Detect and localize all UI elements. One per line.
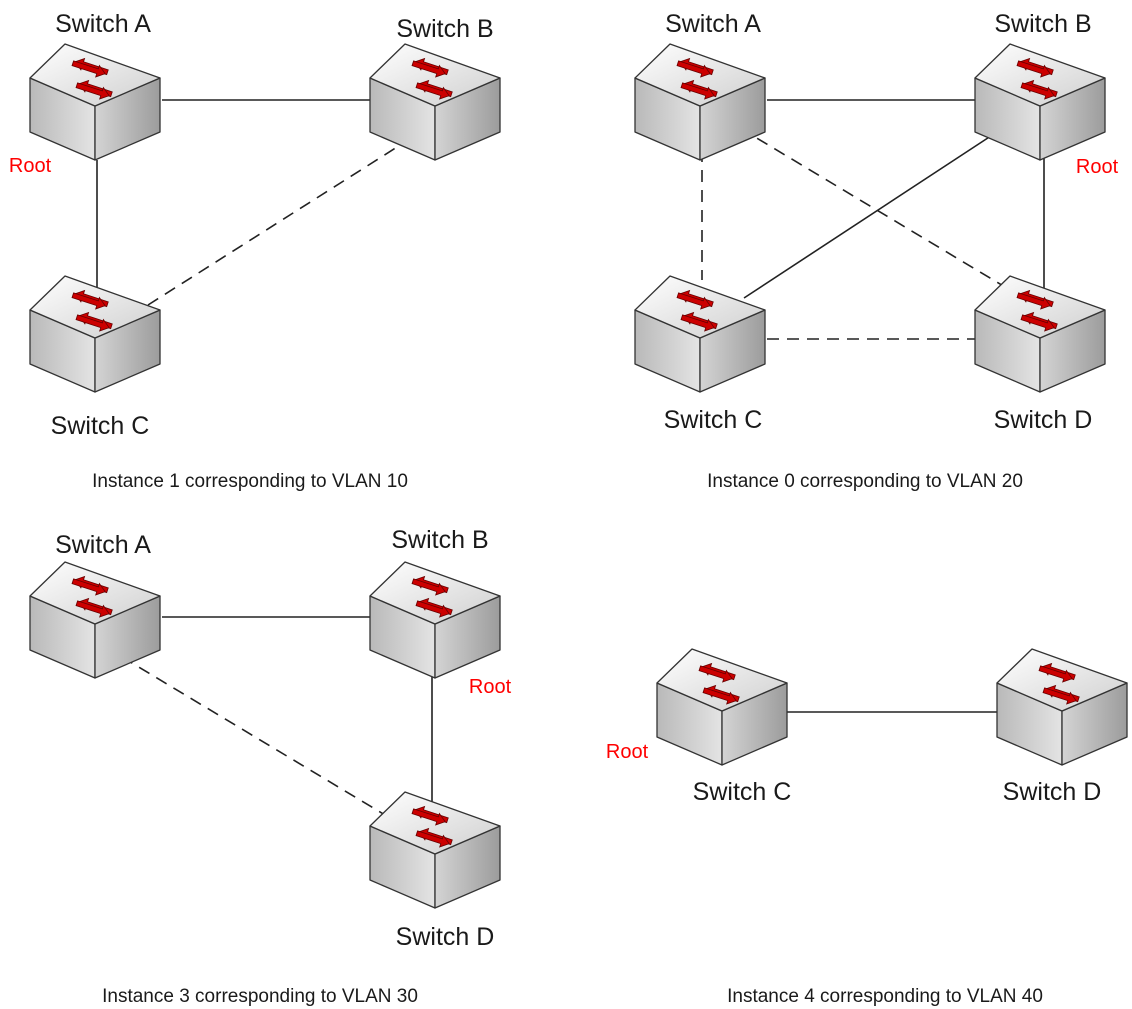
switch-a-icon	[634, 43, 766, 161]
switch-a-icon	[29, 43, 161, 161]
switch-c-label: Switch C	[664, 406, 763, 434]
switch-top-face	[974, 43, 1106, 107]
switch-d-label: Switch D	[1003, 778, 1102, 806]
switch-a-label: Switch A	[55, 531, 151, 559]
root-label: Root	[469, 676, 512, 698]
switches-layer	[29, 43, 1128, 909]
links-layer	[96, 99, 1045, 819]
switch-d-label: Switch D	[994, 406, 1093, 434]
root-label: Root	[9, 155, 52, 177]
switch-c-icon	[634, 275, 766, 393]
switch-top-face	[29, 43, 161, 107]
link-c-b-blocked	[147, 141, 406, 306]
switch-c-icon	[29, 275, 161, 393]
switch-a-label: Switch A	[55, 10, 151, 38]
root-label: Root	[606, 741, 649, 763]
switch-top-face	[369, 791, 501, 855]
switch-d-icon	[974, 275, 1106, 393]
switch-b-label: Switch B	[391, 526, 488, 554]
switch-b-label: Switch B	[994, 10, 1091, 38]
switch-b-icon	[974, 43, 1106, 161]
switch-d-label: Switch D	[396, 923, 495, 951]
instance-caption: Instance 0 corresponding to VLAN 20	[707, 471, 1023, 492]
switch-b-label: Switch B	[396, 15, 493, 43]
switch-c-label: Switch C	[693, 778, 792, 806]
switch-top-face	[369, 561, 501, 625]
switch-top-face	[634, 275, 766, 339]
switch-c-icon	[656, 648, 788, 766]
switch-top-face	[369, 43, 501, 107]
switch-a-label: Switch A	[665, 10, 761, 38]
link-a-d-blocked	[121, 656, 391, 819]
switch-b-icon	[369, 43, 501, 161]
instance-caption: Instance 3 corresponding to VLAN 30	[102, 986, 418, 1007]
switch-b-icon	[369, 561, 501, 679]
instance-caption: Instance 4 corresponding to VLAN 40	[727, 986, 1043, 1007]
switch-top-face	[29, 561, 161, 625]
switch-top-face	[656, 648, 788, 712]
link-a-d-blocked	[739, 127, 1011, 291]
switch-top-face	[634, 43, 766, 107]
switch-a-icon	[29, 561, 161, 679]
switch-top-face	[996, 648, 1128, 712]
switch-c-label: Switch C	[51, 412, 150, 440]
instance-caption: Instance 1 corresponding to VLAN 10	[92, 471, 408, 492]
switch-d-icon	[369, 791, 501, 909]
switch-top-face	[974, 275, 1106, 339]
switch-d-icon	[996, 648, 1128, 766]
link-c-b-forwarding	[743, 129, 1001, 299]
root-label: Root	[1076, 156, 1119, 178]
switch-top-face	[29, 275, 161, 339]
